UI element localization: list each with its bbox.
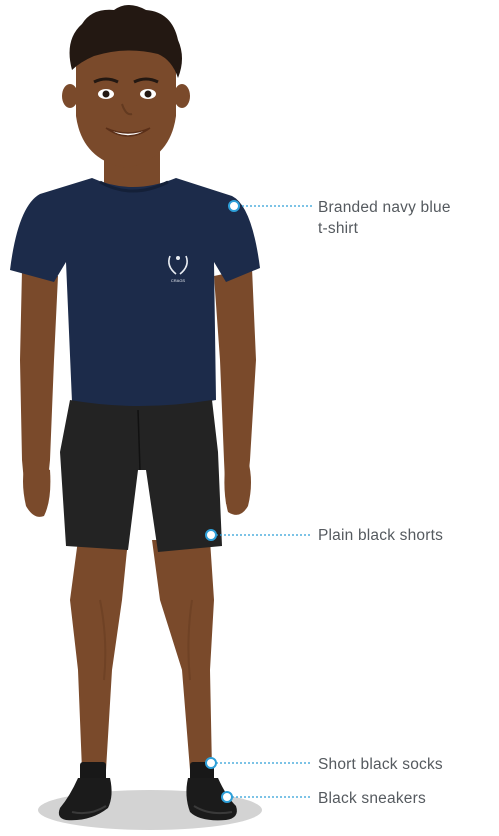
sneakers-label: Black sneakers — [318, 788, 426, 809]
tshirt-label: Branded navy blue t-shirt — [318, 197, 451, 239]
shorts-label-text: Plain black shorts — [318, 525, 443, 546]
socks-label-text: Short black socks — [318, 754, 443, 775]
legs — [70, 540, 214, 770]
callout-socks — [206, 758, 312, 768]
tshirt-logo-text: CRAGS — [171, 278, 186, 283]
socks-label: Short black socks — [318, 754, 443, 775]
callout-shorts — [206, 530, 312, 540]
sneakers-label-text: Black sneakers — [318, 788, 426, 809]
tshirt-label-line-1: Branded navy blue — [318, 197, 451, 218]
shorts-label: Plain black shorts — [318, 525, 443, 546]
tshirt-label-line-2: t-shirt — [318, 218, 451, 239]
black-shorts — [60, 400, 222, 552]
head — [62, 5, 190, 168]
